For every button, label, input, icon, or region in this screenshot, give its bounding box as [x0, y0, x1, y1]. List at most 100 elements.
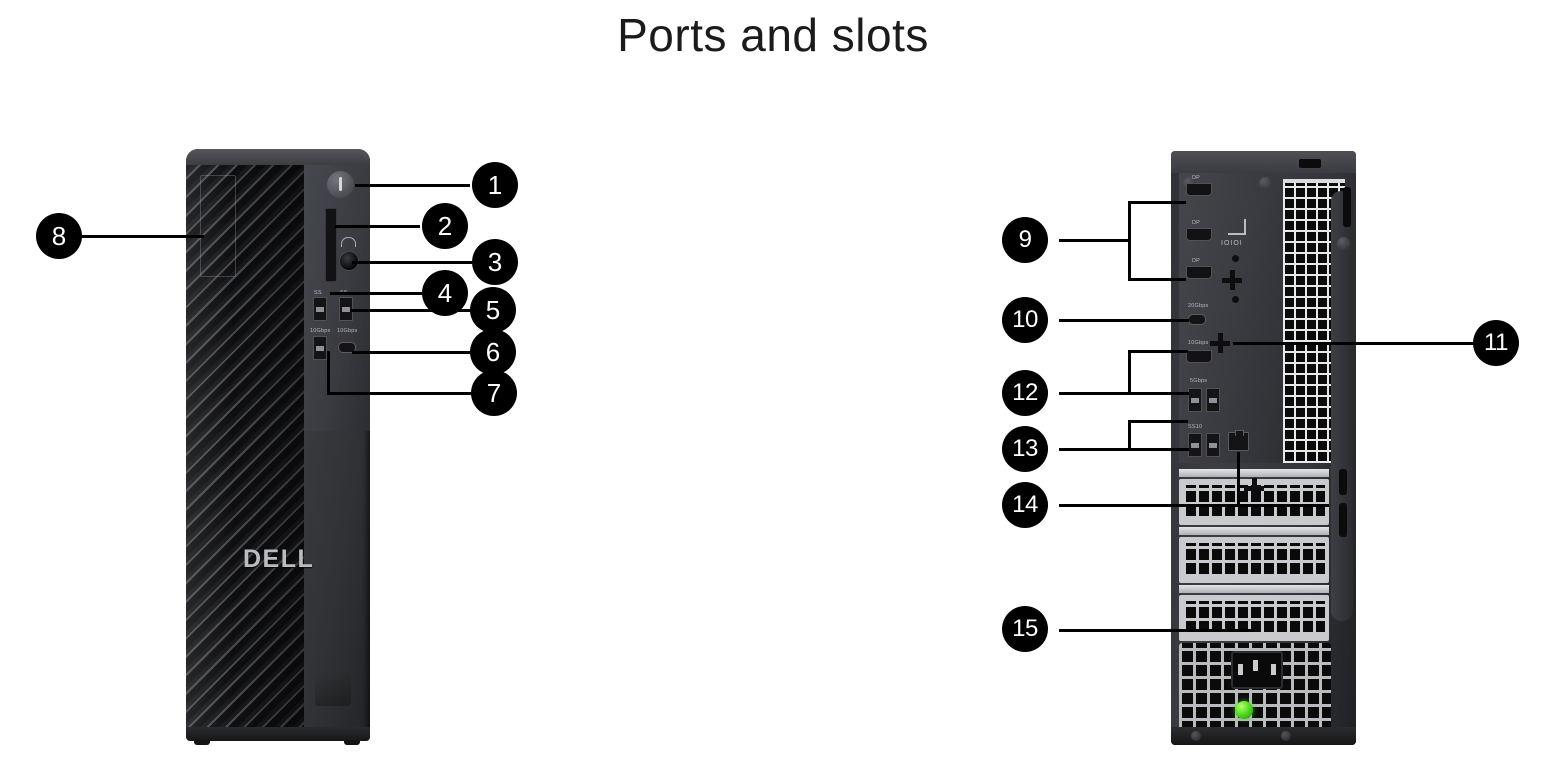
leader-line-10: [1059, 319, 1189, 322]
front-usb-label-4: 10Gbps: [337, 328, 358, 334]
expansion-slot-3[interactable]: [1179, 595, 1329, 641]
leader-line-7-vertical: [327, 351, 330, 394]
callout-14[interactable]: 14: [1002, 482, 1048, 528]
callout-11[interactable]: 11: [1473, 320, 1519, 366]
displayport-1-icon[interactable]: [1186, 183, 1212, 196]
rear-usb-a-4-icon[interactable]: [1206, 433, 1220, 457]
front-usb-label-1: SS: [314, 290, 322, 296]
leader-line-6: [352, 351, 472, 354]
io-dot-lower: [1232, 296, 1239, 303]
leader-line-15: [1059, 629, 1254, 632]
leader-line-12: [1059, 392, 1189, 395]
rear-top-bar: [1171, 151, 1356, 173]
expansion-rail-2: [1179, 527, 1329, 535]
callout-7[interactable]: 7: [471, 370, 517, 416]
rear-usb-a-2-icon[interactable]: [1206, 388, 1220, 412]
security-slot-lower-2: [1339, 503, 1347, 537]
rear-usbc-label: 20Gbps: [1188, 303, 1209, 309]
kensington-lock-slot: [1299, 159, 1321, 168]
io-cross-slot: [1244, 478, 1264, 498]
power-connector-port-icon[interactable]: [1231, 651, 1283, 689]
front-diagonal-vent: [186, 159, 304, 734]
expansion-slot-2[interactable]: [1179, 537, 1329, 583]
displayport-2-icon[interactable]: [1186, 228, 1212, 241]
expansion-rail-3: [1179, 585, 1329, 593]
usb-c-20gbps-port-icon[interactable]: [1188, 314, 1206, 325]
thumbscrew-side[interactable]: [1337, 237, 1350, 250]
power-button-icon[interactable]: [327, 171, 354, 198]
leader-line-1: [355, 184, 470, 187]
leader-line-13: [1059, 448, 1189, 451]
security-slot-vertical: [1343, 187, 1351, 227]
leader-line-5: [350, 309, 472, 312]
rear-usb-a-1-icon[interactable]: [1188, 388, 1202, 412]
callout-9[interactable]: 9: [1002, 217, 1048, 263]
leader-9-top: [1128, 201, 1186, 204]
usb-c-port-icon[interactable]: [338, 342, 356, 353]
callout-3[interactable]: 3: [472, 239, 518, 285]
leader-line-2: [335, 225, 420, 228]
usb-a-port-upper-left-icon[interactable]: [313, 297, 327, 321]
leader-line-3: [352, 261, 472, 264]
leader-line-8: [82, 235, 204, 238]
leader-line-9: [1059, 239, 1129, 242]
callout-4[interactable]: 4: [422, 270, 468, 316]
rear-mesh-top-edge: [1283, 179, 1345, 185]
psu-diagnostic-led: [1235, 701, 1253, 719]
leader-line-4: [330, 292, 425, 295]
front-badge: [315, 671, 351, 706]
io-panel-marking: IOIOI: [1221, 240, 1243, 247]
callout-2[interactable]: 2: [422, 203, 468, 249]
front-usb-label-3: 10Gbps: [310, 328, 331, 334]
io-bracket-marker: [1228, 219, 1246, 235]
callout-13[interactable]: 13: [1002, 426, 1048, 472]
rear-screw-right[interactable]: [1281, 731, 1291, 741]
headset-icon: [341, 237, 356, 247]
leader-13-bracket: [1128, 420, 1131, 450]
leader-line-14: [1059, 504, 1329, 507]
leader-line-7: [327, 392, 473, 395]
callout-8[interactable]: 8: [36, 213, 82, 259]
callout-5[interactable]: 5: [470, 287, 516, 333]
power-connector-pin: [1253, 660, 1258, 671]
io-dot-upper: [1232, 255, 1239, 262]
network-port-icon[interactable]: [1228, 430, 1249, 451]
leader-14-vertical: [1237, 452, 1240, 504]
leader-12-top: [1128, 350, 1188, 353]
callout-12[interactable]: 12: [1002, 370, 1048, 416]
front-foot-left: [194, 740, 210, 745]
dell-logo: DELL: [243, 545, 315, 573]
front-base: [186, 727, 370, 741]
leader-12-bracket: [1128, 350, 1131, 393]
front-panel-seam: [200, 175, 236, 277]
callout-1[interactable]: 1: [472, 162, 518, 208]
rear-base: [1171, 727, 1356, 745]
displayport-3-icon[interactable]: [1186, 266, 1212, 279]
expansion-slot-2-mesh: [1183, 543, 1325, 577]
leader-13-top: [1128, 420, 1188, 423]
rear-dp-label-1: DP: [1192, 175, 1201, 181]
callout-6[interactable]: 6: [470, 329, 516, 375]
callout-10[interactable]: 10: [1002, 297, 1048, 343]
io-cross-mid: [1210, 333, 1230, 353]
leader-line-11: [1233, 342, 1478, 345]
rear-usb-a-3-icon[interactable]: [1188, 433, 1202, 457]
rear-screw-left[interactable]: [1191, 731, 1201, 741]
front-io-panel: [304, 159, 370, 431]
rear-usb5g-label: 5Gbps: [1190, 378, 1208, 384]
expansion-rail-1: [1179, 469, 1329, 477]
front-foot-right: [344, 740, 360, 745]
page-title: Ports and slots: [617, 9, 929, 61]
rear-side-rail: [1331, 191, 1353, 621]
sd-card-slot-icon[interactable]: [325, 208, 337, 282]
leader-9-bracket: [1128, 201, 1131, 279]
io-cross-upper: [1222, 270, 1242, 290]
callout-15[interactable]: 15: [1002, 606, 1048, 652]
rear-dp-label-2: DP: [1192, 220, 1201, 226]
security-slot-lower: [1339, 469, 1347, 495]
usb-a-port-lower-icon[interactable]: [313, 336, 327, 360]
displayport-4-icon[interactable]: [1186, 350, 1212, 363]
thumbscrew-top-mid[interactable]: [1259, 177, 1272, 190]
rear-dp4-label: 10Gbps: [1188, 340, 1209, 346]
